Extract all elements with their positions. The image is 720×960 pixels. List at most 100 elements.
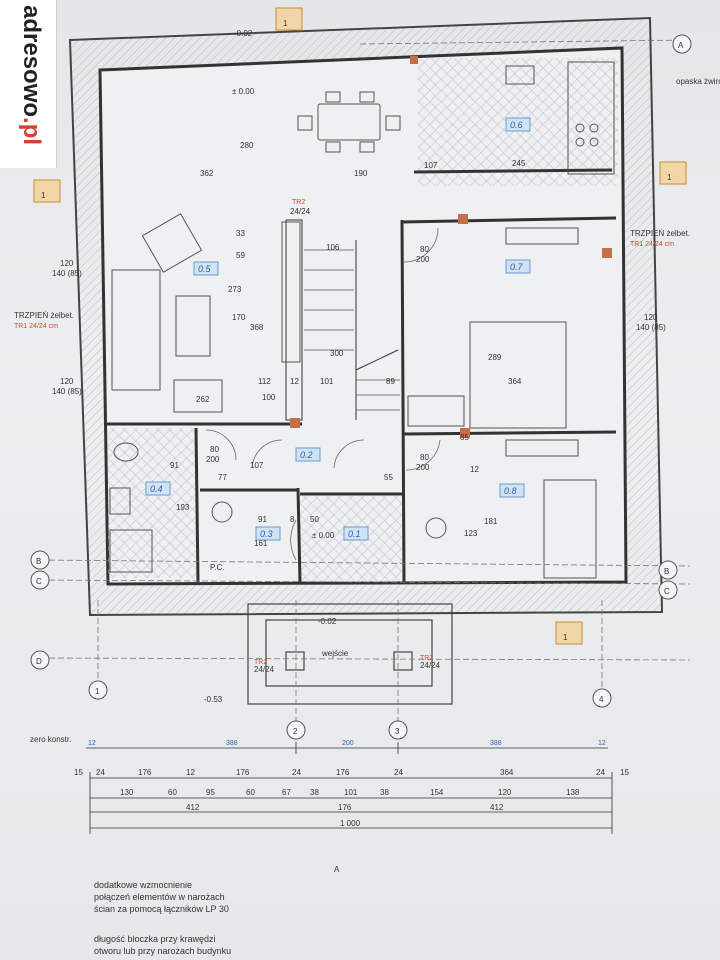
axis-letter: 2 (293, 727, 298, 736)
interior-dimension: 193 (176, 503, 190, 512)
axis-3 (388, 720, 408, 740)
axis-B (30, 550, 50, 570)
tr2-label-1: TR2 (292, 199, 305, 206)
axis-4 (592, 688, 612, 708)
door-height-bath: 200 (206, 455, 220, 464)
dim-row-2: 24 (394, 768, 403, 777)
interior-dimension: 101 (320, 377, 334, 386)
door-swings (205, 227, 441, 561)
svg-text:0.6: 0.6 (510, 120, 523, 130)
dim-row-1: 12 (598, 740, 606, 747)
dim-row-3: 60 (168, 788, 177, 797)
interior-dimension: 55 (384, 473, 393, 482)
axis-2 (286, 720, 306, 740)
interior-dimension: 12 (470, 465, 479, 474)
trzpien-label-right: TRZPIEŃ żelbet. (630, 229, 690, 238)
room-tag-0-7: 0.7 (505, 259, 531, 274)
bottom-note: ścian za pomocą łączników LP 30 (94, 904, 229, 914)
dim-row-3: 154 (430, 788, 444, 797)
axis-letter: B (36, 557, 41, 566)
axis-letter: C (664, 587, 670, 596)
room-tag-0-3: 0.3 (255, 526, 281, 541)
window-width-right: 120 (644, 313, 658, 322)
dim-row-3: 120 (498, 788, 512, 797)
interior-dimension: 85 (460, 433, 469, 442)
axis-letter: D (36, 657, 42, 666)
dim-row-2: 176 (236, 768, 250, 777)
dim-row-3: 130 (120, 788, 134, 797)
bedroom-08-furniture (425, 439, 597, 579)
axis-D (30, 650, 50, 670)
interior-dimension: 50 (310, 515, 319, 524)
section-markers (33, 7, 687, 645)
interior-dimension: 100 (262, 393, 276, 402)
axis-letter: 3 (395, 727, 400, 736)
dim-row-1: 12 (88, 740, 96, 747)
interior-dimension: 112 (258, 377, 271, 386)
interior-dimension: 89 (386, 377, 395, 386)
interior-dimension: 181 (484, 517, 498, 526)
axis-1 (88, 680, 108, 700)
interior-dimension: 362 (200, 169, 214, 178)
dim-row-1: 388 (490, 740, 502, 747)
window-height-right: 140 (85) (636, 323, 666, 332)
room-tag-0-6: 0.6 (505, 117, 531, 132)
interior-dimension: 107 (250, 461, 264, 470)
column-markers (290, 56, 612, 438)
axis-letter: B (664, 567, 669, 576)
dim-row-2: 364 (500, 768, 514, 777)
axis-letter: C (36, 577, 42, 586)
dim-total: 1 000 (340, 819, 361, 828)
dim-row-4: 412 (490, 803, 504, 812)
bedroom-07-furniture (407, 227, 579, 429)
dining-set (297, 91, 401, 153)
tr2-size-2: 24/24 (254, 665, 275, 674)
door-height-08: 200 (416, 463, 430, 472)
interior-dimension: 8 (290, 515, 295, 524)
axis-letter: A (678, 41, 684, 50)
dim-row-2: 24 (96, 768, 105, 777)
entrance-steps (247, 603, 453, 705)
dim-row-3: 138 (566, 788, 580, 797)
section-marker-number: 1 (283, 19, 288, 28)
interior-dimension: 59 (236, 251, 245, 260)
section-marker-number: 1 (41, 191, 46, 200)
axis-B-right (658, 560, 678, 580)
living-furniture (111, 213, 301, 413)
window-width-left: 120 (60, 259, 74, 268)
pc-label: P.C. (210, 563, 225, 572)
dim-row-4: 176 (338, 803, 352, 812)
interior-dimension: 91 (258, 515, 267, 524)
interior-dimension: 77 (218, 473, 227, 482)
interior-dimension: 91 (170, 461, 179, 470)
dim-row-3: 67 (282, 788, 291, 797)
elevation-outside: -0.53 (204, 695, 223, 704)
interior-dimension: 123 (464, 529, 478, 538)
tr2-size-3: 24/24 (420, 661, 441, 670)
window-width-left-2: 120 (60, 377, 74, 386)
elevation-zero-hall: ± 0.00 (312, 531, 335, 540)
section-letter: A (334, 865, 340, 874)
dim-row-2: 24 (292, 768, 301, 777)
interior-dimension: 300 (330, 349, 344, 358)
interior-dimension: 107 (424, 161, 438, 170)
interior-dimension: 245 (512, 159, 526, 168)
room-tag-0-5: 0.5 (193, 261, 219, 276)
dim-row-3: 101 (344, 788, 358, 797)
svg-text:0.5: 0.5 (198, 264, 212, 274)
zero-konstr-label: zero konstr. (30, 735, 71, 744)
interior-dimension: 12 (290, 377, 299, 386)
bathroom-fixtures (109, 442, 233, 573)
interior-dimension: 161 (254, 539, 268, 548)
tr2-label-3: TR2 (420, 655, 433, 662)
svg-text:0.8: 0.8 (504, 486, 517, 496)
svg-text:0.7: 0.7 (510, 262, 524, 272)
door-width-08: 80 (420, 453, 429, 462)
axis-bubbles (30, 34, 692, 740)
elevation-top: -0.02 (234, 29, 253, 38)
dim-row-3: 38 (380, 788, 389, 797)
dim-row-1: 388 (226, 740, 238, 747)
room-tag-0-1: 0.1 (343, 526, 369, 541)
svg-text:0.4: 0.4 (150, 484, 163, 494)
